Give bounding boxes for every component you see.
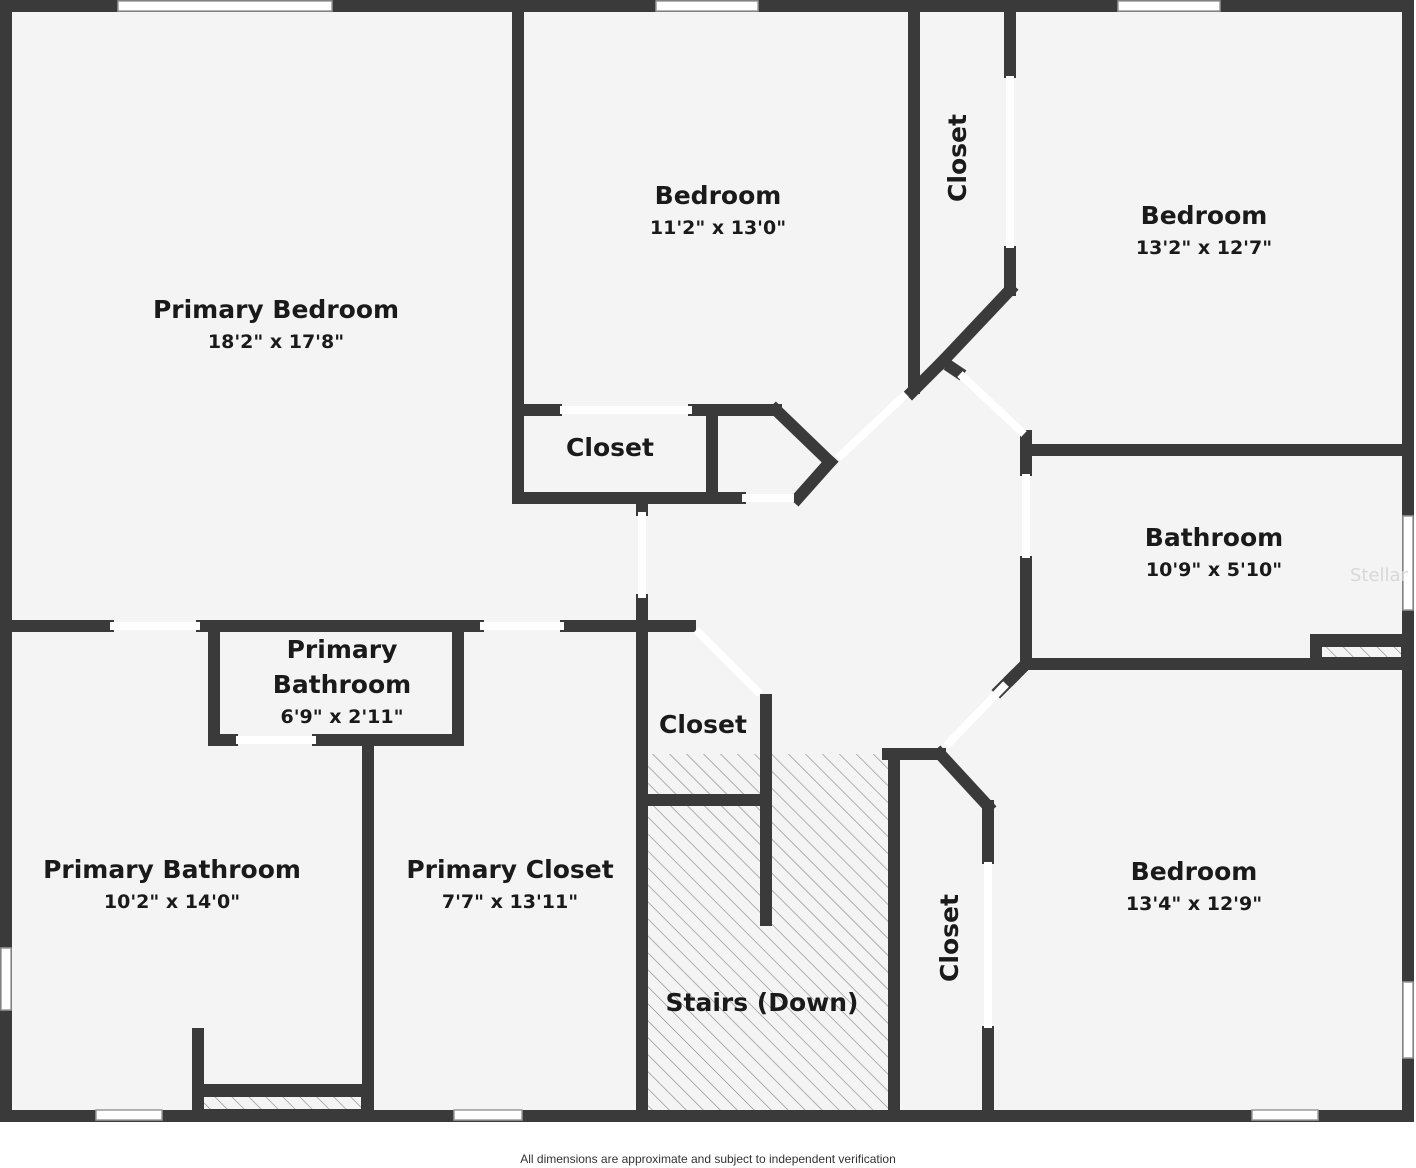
bedroom-top-right-dims: 13'2" x 12'7" bbox=[1136, 237, 1272, 259]
watermark-text: Stellar bbox=[1350, 565, 1409, 586]
room-closet-center: Closet bbox=[566, 433, 654, 462]
room-bedroom-top-right: Bedroom 13'2" x 12'7" bbox=[1136, 201, 1272, 259]
bedroom-top-right-name: Bedroom bbox=[1141, 201, 1268, 230]
primary-bathroom-dims: 10'2" x 14'0" bbox=[104, 891, 240, 913]
interior-walls bbox=[0, 0, 1414, 1122]
primary-closet-dims: 7'7" x 13'11" bbox=[442, 891, 578, 913]
closet-center-name: Closet bbox=[566, 433, 654, 462]
primary-bathroom-small-name-line1: Primary bbox=[287, 635, 398, 664]
stairs-top-hatch bbox=[772, 754, 888, 804]
stairs-name: Stairs (Down) bbox=[666, 988, 859, 1017]
room-bedroom-bottom-right: Bedroom 13'4" x 12'9" bbox=[1126, 857, 1262, 915]
bedroom-bottom-right-name: Bedroom bbox=[1131, 857, 1258, 886]
closet-hall-name: Closet bbox=[659, 710, 747, 739]
primary-bedroom-name: Primary Bedroom bbox=[153, 295, 399, 324]
room-primary-bedroom: Primary Bedroom 18'2" x 17'8" bbox=[153, 295, 399, 353]
doorways bbox=[110, 76, 1030, 1028]
bathroom-name: Bathroom bbox=[1145, 523, 1283, 552]
room-primary-closet: Primary Closet 7'7" x 13'11" bbox=[406, 855, 613, 913]
closet-top-vertical-name: Closet bbox=[943, 114, 972, 202]
bedroom-top-dims: 11'2" x 13'0" bbox=[650, 217, 786, 239]
bedroom-top-name: Bedroom bbox=[655, 181, 782, 210]
room-stairs: Stairs (Down) bbox=[666, 988, 859, 1017]
primary-closet-name: Primary Closet bbox=[406, 855, 613, 884]
primary-bedroom-dims: 18'2" x 17'8" bbox=[208, 331, 344, 353]
disclaimer-text: All dimensions are approximate and subje… bbox=[520, 1152, 896, 1166]
room-bedroom-top: Bedroom 11'2" x 13'0" bbox=[650, 181, 786, 239]
floor-plan: Primary Bedroom 18'2" x 17'8" Bedroom 11… bbox=[0, 0, 1414, 1122]
primary-bathroom-small-name-line2: Bathroom bbox=[273, 670, 411, 699]
closet-bottom-vertical-name: Closet bbox=[935, 894, 964, 982]
room-primary-bathroom-small: Primary Bathroom 6'9" x 2'11" bbox=[273, 635, 411, 728]
room-closet-hall: Closet bbox=[659, 710, 747, 739]
primary-bathroom-small-dims: 6'9" x 2'11" bbox=[280, 706, 403, 728]
room-closet-bottom-vertical: Closet bbox=[935, 894, 964, 982]
room-primary-bathroom: Primary Bathroom 10'2" x 14'0" bbox=[43, 855, 301, 913]
room-bathroom: Bathroom 10'9" x 5'10" bbox=[1145, 523, 1283, 581]
vanity-hatch-left bbox=[201, 1095, 363, 1111]
room-closet-top-vertical: Closet bbox=[943, 114, 972, 202]
bathroom-dims: 10'9" x 5'10" bbox=[1146, 559, 1282, 581]
primary-bathroom-name: Primary Bathroom bbox=[43, 855, 301, 884]
bedroom-bottom-right-dims: 13'4" x 12'9" bbox=[1126, 893, 1262, 915]
vanity-hatch-right bbox=[1317, 645, 1403, 659]
windows bbox=[0, 0, 1414, 1121]
